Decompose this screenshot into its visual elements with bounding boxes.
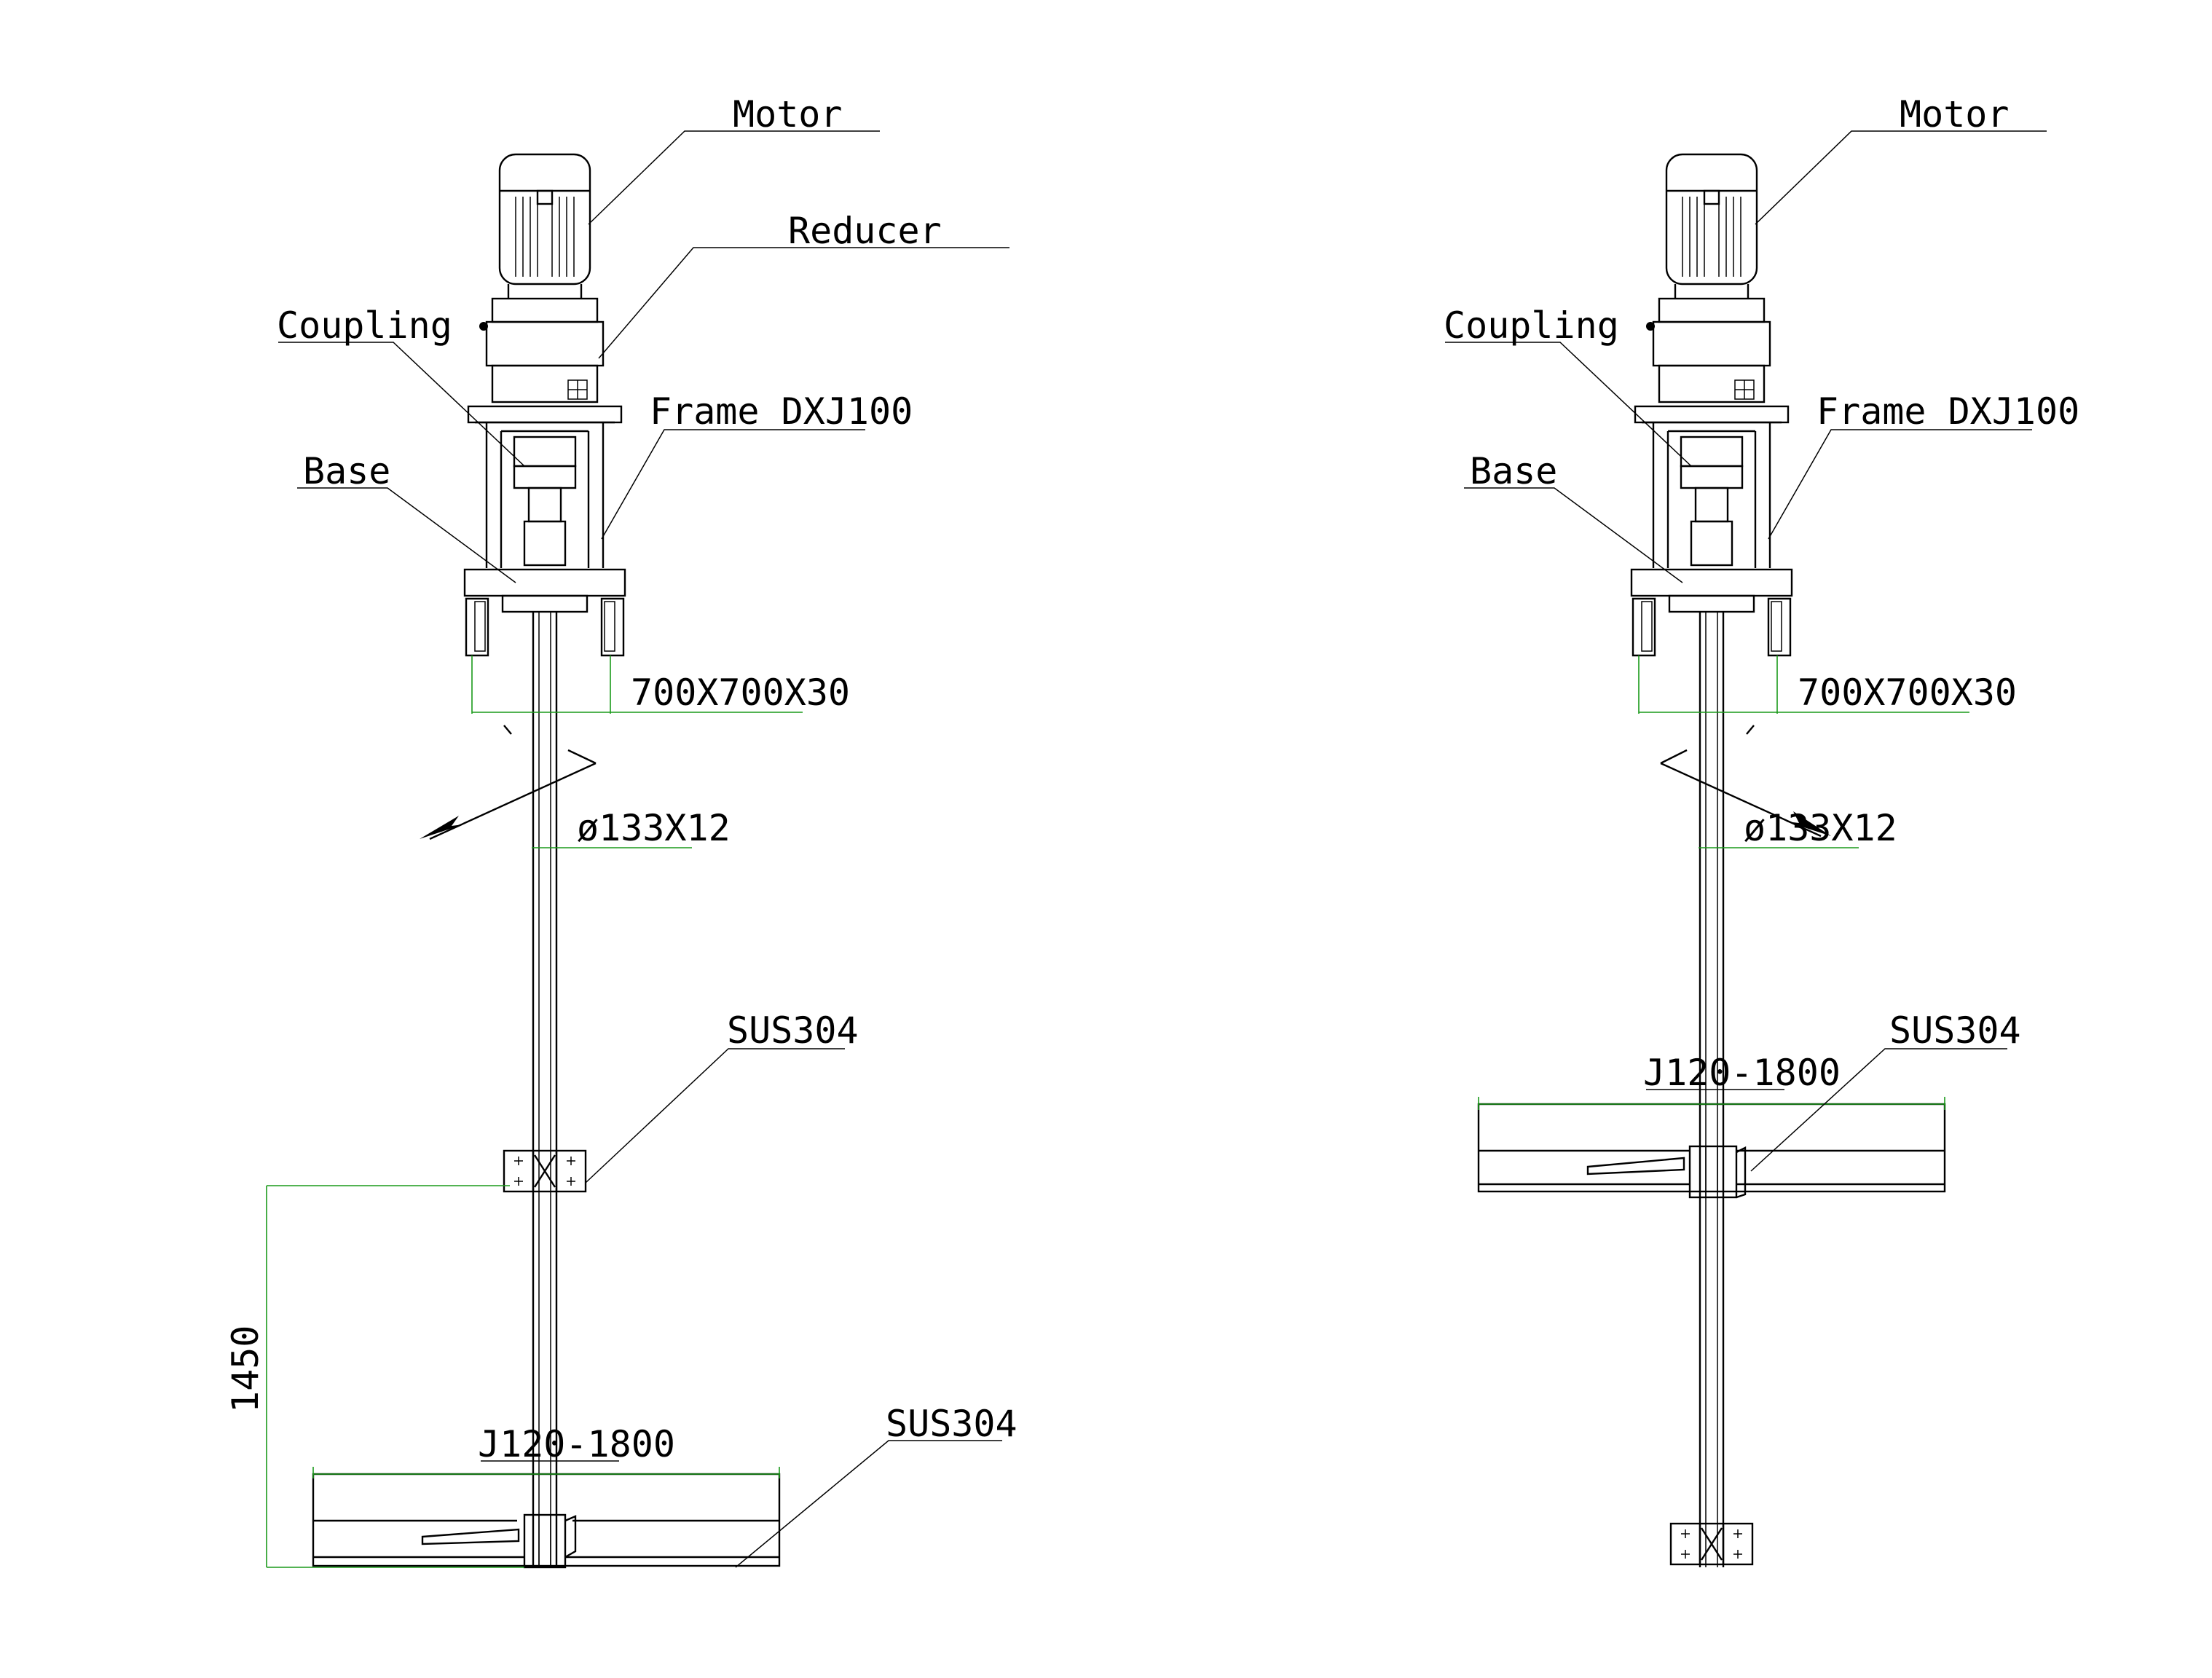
right-plate-dim: 700X700X30 <box>1798 671 2017 714</box>
left-motor-reducer-frame <box>463 153 626 730</box>
left-coupling-label: Coupling <box>277 304 452 347</box>
right-shaft <box>1699 728 1725 1567</box>
left-impeller-model: J120-1800 <box>478 1423 675 1465</box>
right-shaft-dim: ø133X12 <box>1744 807 1897 849</box>
left-motor-label: Motor <box>733 93 843 135</box>
right-section-arrow <box>1660 725 1831 838</box>
left-base-label: Base <box>303 450 390 492</box>
right-coupling-label: Coupling <box>1444 304 1619 347</box>
left-impeller-material: SUS304 <box>886 1403 1018 1445</box>
right-impeller <box>1477 1103 1946 1199</box>
left-flange-material: SUS304 <box>727 1009 859 1052</box>
right-impeller-model: J120-1800 <box>1643 1052 1841 1094</box>
right-impeller-material: SUS304 <box>1889 1009 2021 1052</box>
left-frame-label: Frame DXJ100 <box>650 390 913 433</box>
left-reducer-label: Reducer <box>788 210 942 252</box>
left-shaft-flange <box>503 1149 587 1193</box>
right-leaders <box>1445 130 2047 1172</box>
right-dimension-lines <box>1478 655 1969 1110</box>
left-leaders <box>278 130 1009 1568</box>
right-assembly: Motor Coupling Frame DXJ100 Base 700X700… <box>1444 93 2079 1567</box>
right-frame-label: Frame DXJ100 <box>1817 390 2079 433</box>
left-impeller <box>312 1473 781 1569</box>
left-assembly: Motor Reducer Coupling Frame DXJ100 Base… <box>224 93 1018 1569</box>
left-dimension-lines <box>266 655 803 1568</box>
right-base-label: Base <box>1470 450 1557 492</box>
left-plate-dim: 700X700X30 <box>631 671 850 714</box>
left-section-arrow <box>420 725 597 840</box>
right-motor-label: Motor <box>1900 93 2010 135</box>
right-bottom-flange <box>1669 1522 1754 1566</box>
left-shaft <box>532 728 558 1567</box>
left-shaft-dim: ø133X12 <box>577 807 731 849</box>
right-motor-reducer-frame <box>1630 153 1793 730</box>
left-height-dim: 1450 <box>224 1326 267 1413</box>
